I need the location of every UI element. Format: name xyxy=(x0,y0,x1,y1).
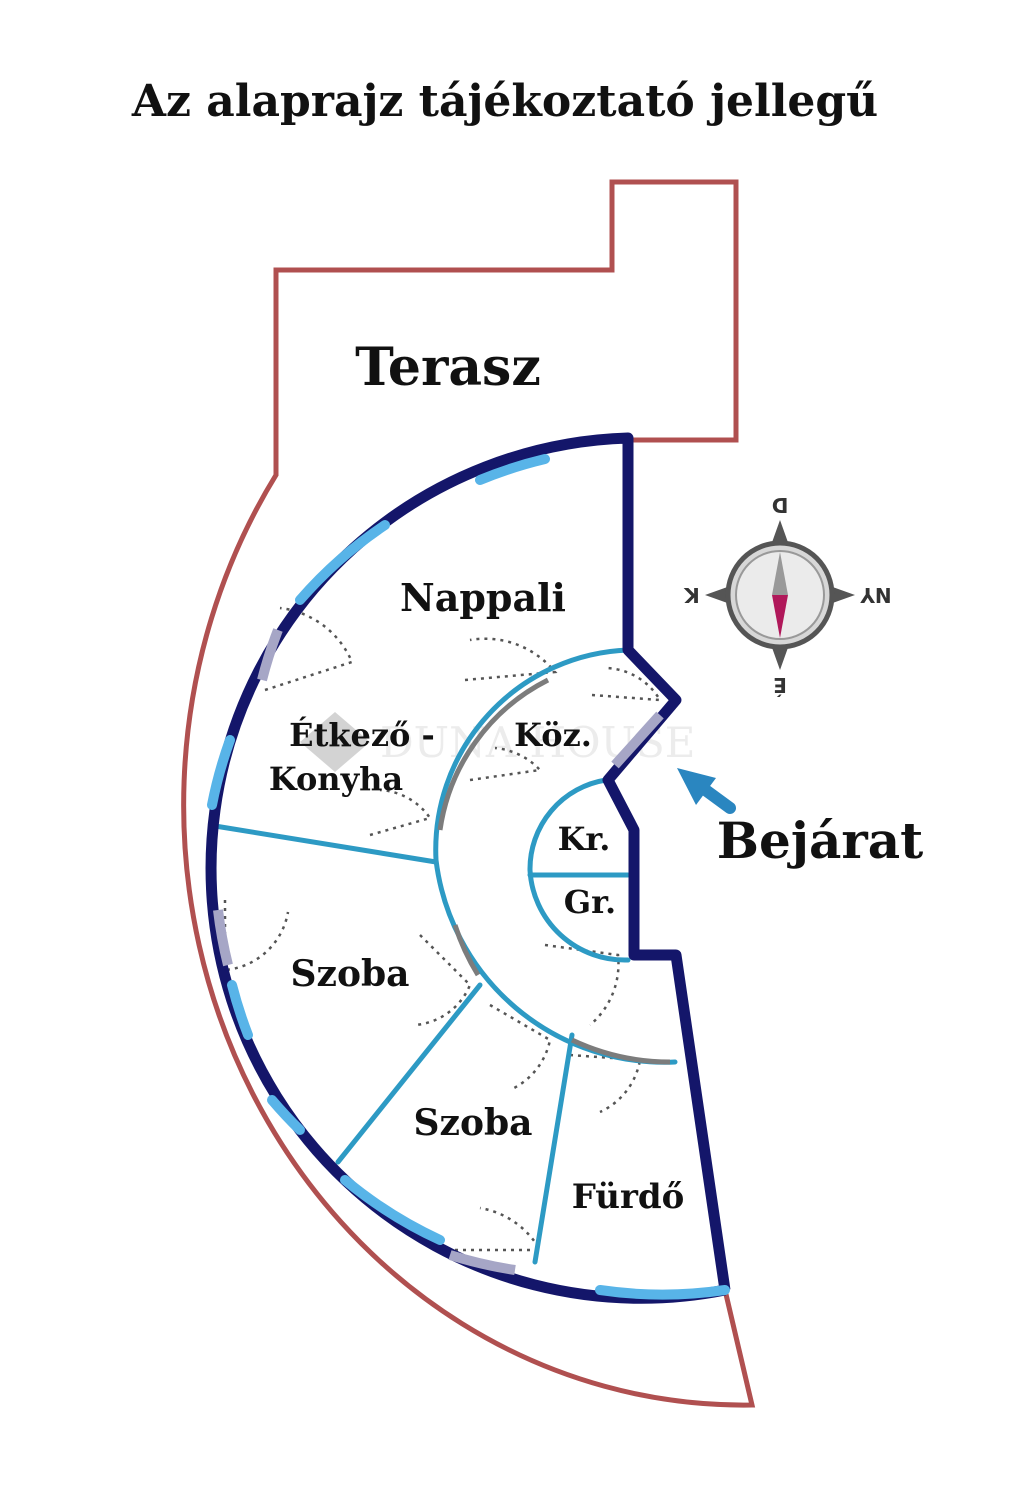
grey-window-segments xyxy=(213,628,664,1275)
grey-window xyxy=(448,1250,516,1275)
window xyxy=(595,1285,730,1300)
door-swing xyxy=(223,900,290,972)
inner-walls xyxy=(212,647,678,1265)
entrance-label: Bejárat xyxy=(717,811,923,870)
window xyxy=(207,735,235,810)
terrace-outline xyxy=(181,179,756,1408)
compass-icon: D É K NY xyxy=(683,493,892,697)
grey-wall-segments xyxy=(437,677,671,1065)
dining-kitchen-label-line2: Konyha xyxy=(269,760,403,798)
windows xyxy=(207,454,730,1300)
window xyxy=(475,454,550,485)
window xyxy=(267,1095,305,1135)
window xyxy=(340,1175,445,1245)
door-swings xyxy=(223,606,663,1252)
grey-window xyxy=(213,909,233,967)
inner-wall-line xyxy=(212,823,439,865)
door-swing xyxy=(591,666,663,702)
room-2-label: Szoba xyxy=(414,1102,533,1144)
grey-wall-segment xyxy=(437,677,550,831)
door-swing xyxy=(489,1003,552,1092)
grey-wall-segment xyxy=(452,924,481,977)
watermark-logo-icon xyxy=(300,712,370,772)
window xyxy=(295,520,390,605)
grey-wall-segment xyxy=(570,1037,671,1065)
compass-north-letter: É xyxy=(773,673,787,697)
door-swing xyxy=(455,1206,543,1252)
room-1-label: Szoba xyxy=(291,953,410,995)
door-swing xyxy=(569,1053,642,1114)
entrance-arrow-icon xyxy=(677,768,736,814)
door-swing xyxy=(369,788,433,837)
compass-west-letter: NY xyxy=(860,583,892,607)
inner-wall-arc xyxy=(527,777,631,963)
wardrobe-label: Gr. xyxy=(564,883,616,921)
plan-title: Az alaprajz tájékoztató jellegű xyxy=(131,76,878,127)
hall-label: Köz. xyxy=(514,716,592,754)
window xyxy=(227,980,253,1040)
grey-window xyxy=(257,628,283,682)
inner-wall-line xyxy=(532,1032,575,1265)
bathroom-label: Fürdő xyxy=(572,1177,685,1217)
dining-kitchen-label-line1: Étkező - xyxy=(289,716,435,754)
door-swing xyxy=(414,934,472,1027)
door-swing xyxy=(264,606,354,692)
compass-south-letter: D xyxy=(772,493,789,517)
outer-walls xyxy=(205,432,731,1304)
living-room-label: Nappali xyxy=(400,575,566,620)
terrace-label: Terasz xyxy=(355,337,541,398)
compass-east-letter: K xyxy=(683,583,700,607)
grey-window xyxy=(611,711,664,769)
inner-wall-line xyxy=(335,982,483,1165)
storage-label: Kr. xyxy=(558,820,611,858)
